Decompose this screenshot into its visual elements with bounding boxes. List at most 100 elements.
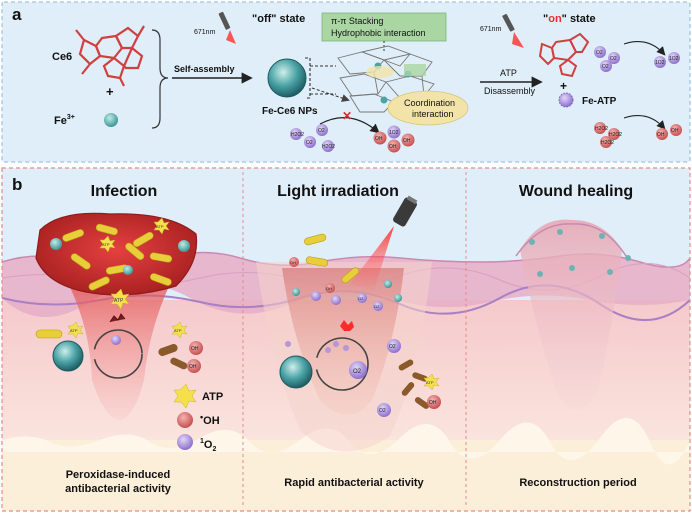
pi-stacking-label: π-π Stacking	[331, 16, 383, 26]
network-iron-node	[380, 96, 388, 104]
on-state-label: "on" state	[543, 13, 596, 25]
regenerated-skin-line	[515, 223, 627, 257]
panel-a: a Ce6 + Fe3+ Self-assembly	[1, 1, 691, 163]
o2-molecule-icon	[290, 128, 302, 140]
oh-tag: OH	[189, 364, 197, 370]
atp-star-icon	[423, 373, 440, 391]
oh-tag: OH	[290, 260, 296, 265]
o2-tag: O2	[306, 140, 313, 146]
atp-star-icon	[67, 321, 84, 339]
panel-b: b Infection Light irradiation Wound heal…	[1, 167, 691, 512]
laser-right-wavelength: 671nm	[480, 26, 502, 33]
laser-left-icon	[218, 11, 236, 44]
pi-stacking-box	[321, 12, 447, 42]
o2-tag: O2	[379, 408, 386, 414]
o2-tag: O2	[353, 369, 362, 375]
laser-device-icon	[393, 195, 418, 227]
light-irradiation-title: Light irradiation	[277, 183, 399, 200]
nanoparticle-dot	[178, 240, 190, 252]
oh-tag: OH	[671, 128, 679, 134]
fe-atp-dot	[111, 335, 121, 345]
oh-tag: OH	[375, 136, 383, 142]
panel-b-letter: b	[12, 175, 22, 194]
bacteria-in-wound	[62, 223, 173, 291]
ce6-label: Ce6	[52, 51, 72, 63]
o2-molecule-icon	[304, 136, 316, 148]
blocked-x-icon: ✕	[342, 109, 352, 123]
small-o2-dot	[333, 341, 339, 347]
o2-tag: O2	[374, 304, 380, 309]
oh-tag: OH	[326, 286, 332, 291]
o2-tag: O2	[610, 56, 617, 62]
legend-oh-icon	[177, 412, 193, 428]
off-state-label: "off" state	[252, 13, 305, 25]
atp-arrow-label: ATP	[500, 68, 517, 78]
fe-ce6-nps-label: Fe-Ce6 NPs	[262, 106, 318, 117]
oh-dot	[325, 283, 335, 293]
singlet-o2-tag: 1O2	[389, 130, 399, 136]
grouping-brace	[151, 29, 169, 129]
on-state-hydroxyl-conversion: H2O2 H2O2 H2O2 OH OH	[594, 115, 682, 148]
nanoparticle-dot	[123, 265, 133, 275]
small-o2-dot	[285, 341, 291, 347]
plus-sign: +	[106, 84, 114, 99]
atp-stars-wound	[99, 217, 170, 310]
hydroxyl-radical-icon	[189, 341, 203, 355]
legend-atp-icon	[173, 383, 197, 409]
conversion-arrow	[319, 117, 380, 134]
legend-atp-label: ATP	[202, 391, 223, 403]
atp-tag: ATP	[114, 298, 124, 304]
singlet-oxygen-icon	[387, 339, 401, 353]
infection-caption-line2: antibacterial activity	[65, 483, 172, 495]
fe-atp-complex-icon	[558, 92, 574, 108]
atp-tag: ATP	[174, 328, 182, 333]
coordination-label: Coordination	[404, 98, 455, 108]
panel-b-frame	[1, 167, 691, 512]
legend-o2-label: 1O2	[200, 438, 216, 453]
o2-dot	[357, 293, 367, 303]
fe-ce6-nanoparticle-icon	[267, 58, 307, 98]
hydroxyl-radical-icon	[427, 395, 441, 409]
o2-dot	[331, 295, 341, 305]
bacterial-debris-icon	[109, 313, 126, 323]
photodynamic-cycle-arrow	[315, 337, 369, 391]
fe-label: Fe3+	[54, 114, 75, 127]
residual-np-dot	[625, 255, 631, 261]
legend: ATP •OH 1O2	[173, 383, 223, 453]
self-assembly-label: Self-assembly	[174, 64, 235, 74]
h2o2-tag: H2O2	[595, 126, 608, 132]
fe-ion-icon	[104, 113, 118, 127]
h2o2-molecule-icon	[322, 140, 334, 152]
laser-right-icon	[502, 13, 524, 48]
interaction-label: interaction	[412, 109, 454, 119]
oh-tag: OH	[429, 400, 437, 406]
bacterium-icon	[35, 329, 63, 339]
nanoparticle-dot	[50, 238, 62, 250]
oh-tag: OH	[657, 132, 665, 138]
residual-np-dot	[607, 269, 613, 275]
plus-sign-right: +	[560, 79, 567, 93]
released-ce6-icon	[538, 32, 590, 78]
oh-tag: OH	[403, 138, 411, 144]
atp-tag: ATP	[156, 224, 164, 229]
stacking-highlight	[404, 64, 426, 76]
singlet-oxygen-icon	[349, 361, 367, 379]
light-irradiation-caption: Rapid antibacterial activity	[284, 477, 424, 489]
atp-star-icon	[171, 321, 188, 339]
panel-a-letter: a	[12, 5, 22, 24]
o2-tag: O2	[318, 128, 325, 134]
np-dot	[292, 288, 300, 296]
o2-dot	[373, 301, 383, 311]
o2-tag: H2O2	[291, 132, 304, 138]
o2-tag: O2	[358, 296, 364, 301]
small-o2-dot	[325, 347, 331, 353]
laser-left-wavelength: 671nm	[194, 29, 216, 36]
oh-tag: OH	[191, 346, 199, 352]
oh-tag: OH	[389, 144, 397, 150]
np-dot	[394, 294, 402, 302]
singlet-o2-tag: 1O2	[669, 56, 679, 62]
atp-tag: ATP	[426, 380, 434, 385]
h2o2-tag: H2O2	[322, 144, 335, 150]
